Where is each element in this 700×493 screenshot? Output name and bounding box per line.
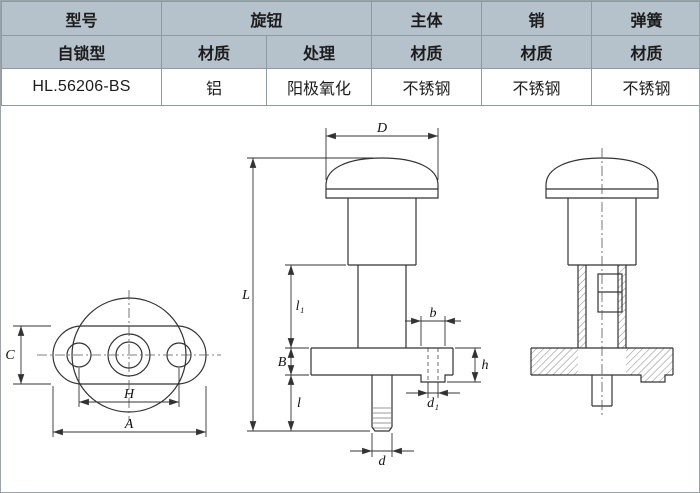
dim-label-b: b (430, 306, 437, 321)
dim-label-d: d (379, 454, 387, 469)
drawing-canvas: C H A (5, 121, 674, 469)
dim-label-C: C (5, 348, 15, 363)
dim-label-l: l (297, 396, 301, 411)
side-view-dimension-lines (247, 128, 481, 457)
body-material-value: 不锈钢 (371, 68, 483, 106)
dim-label-L: L (241, 288, 250, 303)
knob-cap-section (545, 157, 659, 199)
subheader-spring-material: 材质 (591, 35, 699, 69)
col-header-pin: 销 (481, 1, 593, 36)
spec-table: 型号 旋钮 主体 销 弹簧 自锁型 材质 处理 材质 材质 材质 HL.5620… (1, 1, 699, 106)
knob-material-value: 铝 (161, 68, 267, 106)
dim-label-h: h (482, 358, 489, 373)
flange-bottom-section (531, 374, 673, 383)
pin-thread-lines (373, 407, 391, 429)
table-header-row-2: 自锁型 材质 处理 材质 材质 材质 (1, 35, 699, 69)
technical-drawings: C H A (1, 106, 699, 492)
col-header-knob: 旋钮 (160, 1, 373, 36)
subheader-body-material: 材质 (371, 35, 483, 69)
pin-material-value: 不锈钢 (481, 68, 593, 106)
subheader-pin-material: 材质 (481, 35, 593, 69)
latch-slot (597, 273, 623, 313)
col-header-body: 主体 (371, 1, 483, 36)
dim-label-D: D (376, 121, 387, 136)
dim-label-d1: d₁ (427, 396, 439, 411)
dim-label-H: H (123, 387, 135, 402)
col-header-model: 型号 (1, 1, 162, 36)
knob-cap (325, 157, 439, 199)
subheader-knob-finish: 处理 (265, 35, 373, 69)
table-data-row: HL.56206-BS 铝 阳极氧化 不锈钢 不锈钢 不锈钢 (1, 68, 699, 106)
table-header-row-1: 型号 旋钮 主体 销 弹簧 (1, 1, 699, 36)
subheader-knob-material: 材质 (161, 35, 267, 69)
dim-label-l1: l₁ (296, 299, 305, 314)
subheader-type: 自锁型 (1, 35, 162, 69)
side-view-hidden-lines (427, 348, 439, 382)
spring-material-value: 不锈钢 (591, 68, 699, 106)
front-view-dimension-lines (13, 325, 207, 437)
front-view-centerlines (37, 290, 221, 420)
flange-bottom-edge (311, 374, 453, 383)
dim-label-B: B (278, 355, 287, 370)
col-header-spring: 弹簧 (591, 1, 699, 36)
pin-tip (371, 426, 393, 432)
dim-label-A: A (124, 417, 134, 432)
side-view-outline (310, 157, 454, 432)
model-number: HL.56206-BS (1, 68, 162, 106)
knob-finish-value: 阳极氧化 (265, 68, 373, 106)
